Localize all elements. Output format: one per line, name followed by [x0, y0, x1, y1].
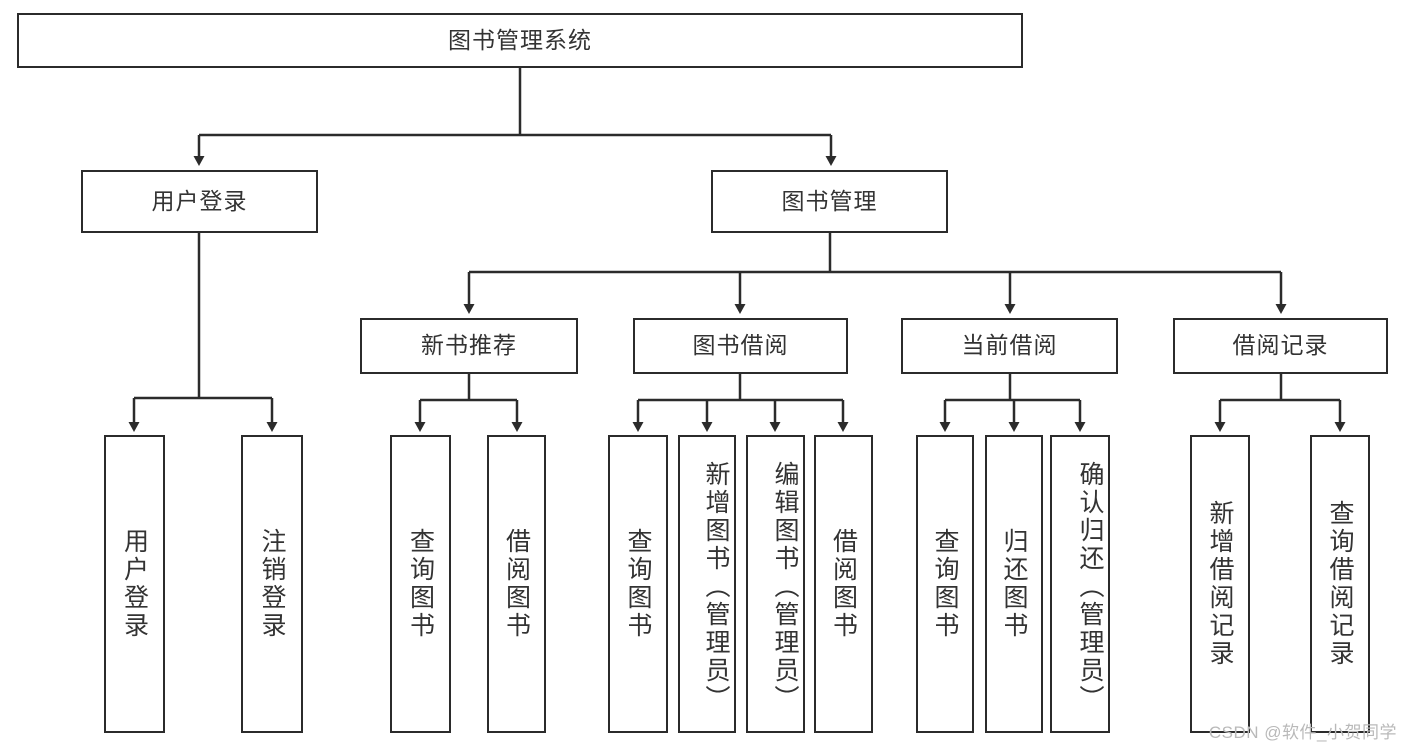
- leaf-user-login[interactable]: 用户登录: [104, 435, 165, 733]
- node-label: 新增借阅记录: [1206, 500, 1234, 668]
- node-label: 当前借阅: [961, 332, 1058, 359]
- node-label: 确认归还（管理员）: [1076, 461, 1104, 713]
- node-label: 查询借阅记录: [1326, 500, 1354, 668]
- node-label: 图书管理系统: [448, 26, 592, 53]
- node-label: 图书管理: [781, 187, 878, 214]
- node-label: 查询图书: [406, 528, 435, 640]
- node-borrow-record[interactable]: 借阅记录: [1173, 318, 1388, 374]
- leaf-return-book[interactable]: 归还图书: [985, 435, 1043, 733]
- node-label: 新增图书（管理员）: [702, 461, 730, 713]
- node-label: 用户登录: [151, 187, 248, 214]
- leaf-edit-book-admin[interactable]: 编辑图书（管理员）: [746, 435, 805, 733]
- leaf-logout-login[interactable]: 注销登录: [241, 435, 303, 733]
- leaf-borrow-book-recommend[interactable]: 借阅图书: [487, 435, 546, 733]
- node-label: 借阅记录: [1232, 332, 1329, 359]
- node-label: 新书推荐: [421, 332, 517, 359]
- leaf-query-book-borrow[interactable]: 查询图书: [608, 435, 668, 733]
- leaf-confirm-return-admin[interactable]: 确认归还（管理员）: [1050, 435, 1110, 733]
- node-book-borrow[interactable]: 图书借阅: [633, 318, 848, 374]
- node-label: 借阅图书: [502, 528, 531, 640]
- leaf-query-book-current[interactable]: 查询图书: [916, 435, 974, 733]
- node-label: 注销登录: [258, 528, 286, 640]
- node-root-system[interactable]: 图书管理系统: [17, 13, 1023, 68]
- leaf-add-borrow-record[interactable]: 新增借阅记录: [1190, 435, 1250, 733]
- node-label: 查询图书: [931, 528, 959, 640]
- leaf-query-book-recommend[interactable]: 查询图书: [390, 435, 451, 733]
- node-book-management[interactable]: 图书管理: [711, 170, 948, 233]
- node-label: 归还图书: [1000, 528, 1028, 640]
- node-label: 借阅图书: [829, 528, 858, 640]
- leaf-query-borrow-record[interactable]: 查询借阅记录: [1310, 435, 1370, 733]
- node-label: 编辑图书（管理员）: [771, 461, 799, 713]
- node-label: 图书借阅: [692, 332, 789, 359]
- node-new-book-recommend[interactable]: 新书推荐: [360, 318, 578, 374]
- leaf-add-book-admin[interactable]: 新增图书（管理员）: [678, 435, 736, 733]
- node-label: 用户登录: [120, 528, 149, 640]
- node-label: 查询图书: [624, 528, 652, 640]
- node-user-login[interactable]: 用户登录: [81, 170, 318, 233]
- leaf-borrow-book[interactable]: 借阅图书: [814, 435, 873, 733]
- node-current-borrow[interactable]: 当前借阅: [901, 318, 1118, 374]
